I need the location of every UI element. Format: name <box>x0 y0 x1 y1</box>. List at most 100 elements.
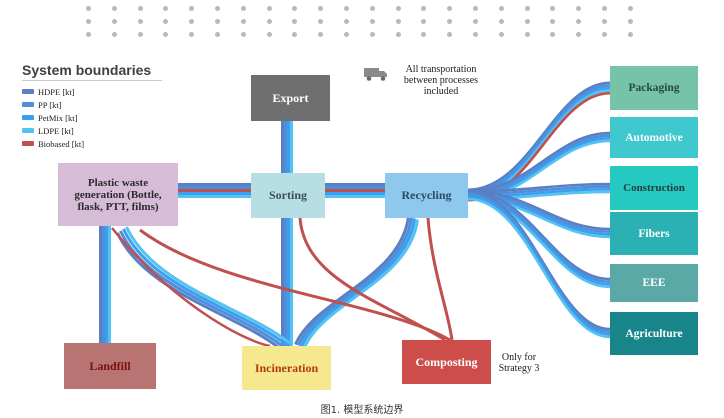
legend-item-hdpe: HDPE [kt] <box>22 85 162 98</box>
decorative-dot <box>550 32 556 37</box>
node-landfill: Landfill <box>64 343 156 389</box>
strategy-note: Only for Strategy 3 <box>498 352 540 374</box>
decorative-dot <box>524 6 530 11</box>
decorative-dot <box>240 6 246 11</box>
flow-waste-to-incineration <box>119 230 285 349</box>
flow-recycling-to-fibers <box>467 189 611 231</box>
decorative-dot <box>189 6 195 11</box>
node-eee: EEE <box>610 264 698 302</box>
decorative-dot <box>344 19 349 24</box>
decorative-dot <box>215 19 220 24</box>
decorative-dot <box>318 32 324 37</box>
decorative-dot <box>421 6 427 11</box>
legend-item-biobased: Biobased [kt] <box>22 137 162 150</box>
flow-recycling-to-packaging <box>467 81 611 192</box>
node-plastic-waste-generation: Plastic waste generation (Bottle, flask,… <box>58 163 178 226</box>
decorative-dot <box>473 6 478 11</box>
figure-caption: 图1. 模型系统边界 <box>320 405 404 416</box>
decorative-dot <box>266 32 272 37</box>
decorative-dot <box>189 32 195 37</box>
decorative-dot <box>602 32 607 37</box>
decorative-dot <box>344 32 349 37</box>
legend-swatch-hdpe <box>22 89 34 94</box>
node-agriculture: Agriculture <box>610 312 698 355</box>
legend-title: System boundaries <box>22 62 152 78</box>
decorative-dot <box>550 19 556 24</box>
node-recycling: Recycling <box>385 173 468 218</box>
flow-recycling-to-agriculture <box>467 197 611 339</box>
decorative-dot <box>421 32 427 37</box>
legend-item-ldpe: LDPE [kt] <box>22 124 162 137</box>
legend: System boundaries HDPE [kt] PP [kt] PetM… <box>22 62 162 150</box>
decorative-dot <box>215 6 220 11</box>
legend-swatch-pp <box>22 102 34 107</box>
flow-recycling-to-agriculture <box>467 195 611 336</box>
flow-recycling-to-composting-biobased <box>426 217 454 341</box>
decorative-dot <box>189 19 195 24</box>
flow-recycling-to-automotive <box>467 131 611 193</box>
decorative-dot <box>473 32 478 37</box>
decorative-dot <box>266 6 272 11</box>
decorative-dot <box>602 19 607 24</box>
decorative-dot <box>163 32 169 37</box>
flow-recycling-to-agriculture <box>467 189 611 331</box>
node-packaging: Packaging <box>610 66 698 110</box>
legend-swatch-biobased <box>22 141 34 146</box>
decorative-dot <box>292 32 298 37</box>
decorative-dot <box>111 6 117 11</box>
decorative-dot <box>395 6 401 11</box>
flow-waste-to-incineration-biobased <box>111 227 271 348</box>
decorative-dot <box>344 6 349 11</box>
flow-recycling-to-eee <box>467 189 611 281</box>
node-automotive: Automotive <box>610 117 698 158</box>
decorative-dot <box>86 6 91 11</box>
decorative-dot <box>111 19 117 24</box>
decorative-dot <box>447 32 453 37</box>
decorative-dot <box>137 19 143 24</box>
decorative-dot <box>369 19 375 24</box>
decorative-dot <box>421 19 427 24</box>
decorative-dot <box>292 6 298 11</box>
node-sorting: Sorting <box>251 173 325 218</box>
decorative-dot <box>395 32 401 37</box>
decorative-dot <box>266 19 272 24</box>
flow-sorting-to-composting-biobased <box>298 217 446 342</box>
legend-label-petmix: PetMix [kt] <box>38 112 78 123</box>
decorative-dot <box>137 6 143 11</box>
decorative-dot <box>86 32 91 37</box>
decorative-dot-grid <box>86 6 642 40</box>
decorative-dot <box>473 19 478 24</box>
flow-recycling-to-incineration <box>300 218 416 348</box>
legend-swatch-ldpe <box>22 128 34 133</box>
legend-label-ldpe: LDPE [kt] <box>38 125 74 136</box>
decorative-dot <box>163 19 169 24</box>
decorative-dot <box>447 19 453 24</box>
decorative-dot <box>137 32 143 37</box>
flow-recycling-to-incineration <box>297 217 413 347</box>
decorative-dot <box>576 6 582 11</box>
decorative-dot <box>498 6 504 11</box>
node-construction: Construction <box>610 166 698 210</box>
legend-label-biobased: Biobased [kt] <box>38 138 85 149</box>
decorative-dot <box>602 6 607 11</box>
flow-waste-to-incineration <box>116 232 282 351</box>
decorative-dot <box>627 19 633 24</box>
transport-note: All transportation between processes inc… <box>403 64 479 97</box>
decorative-dot <box>215 32 220 37</box>
flow-waste-to-incineration <box>125 226 291 345</box>
decorative-dot <box>627 32 633 37</box>
flow-waste-to-incineration <box>122 228 288 347</box>
flow-recycling-to-agriculture <box>467 192 611 333</box>
decorative-dot <box>240 32 246 37</box>
legend-item-pp: PP [kt] <box>22 98 162 111</box>
decorative-dot <box>111 32 117 37</box>
decorative-dot <box>86 19 91 24</box>
decorative-dot <box>292 19 298 24</box>
legend-label-pp: PP [kt] <box>38 99 62 110</box>
decorative-dot <box>318 19 324 24</box>
decorative-dot <box>447 6 453 11</box>
decorative-dot <box>318 6 324 11</box>
decorative-dot <box>524 19 530 24</box>
